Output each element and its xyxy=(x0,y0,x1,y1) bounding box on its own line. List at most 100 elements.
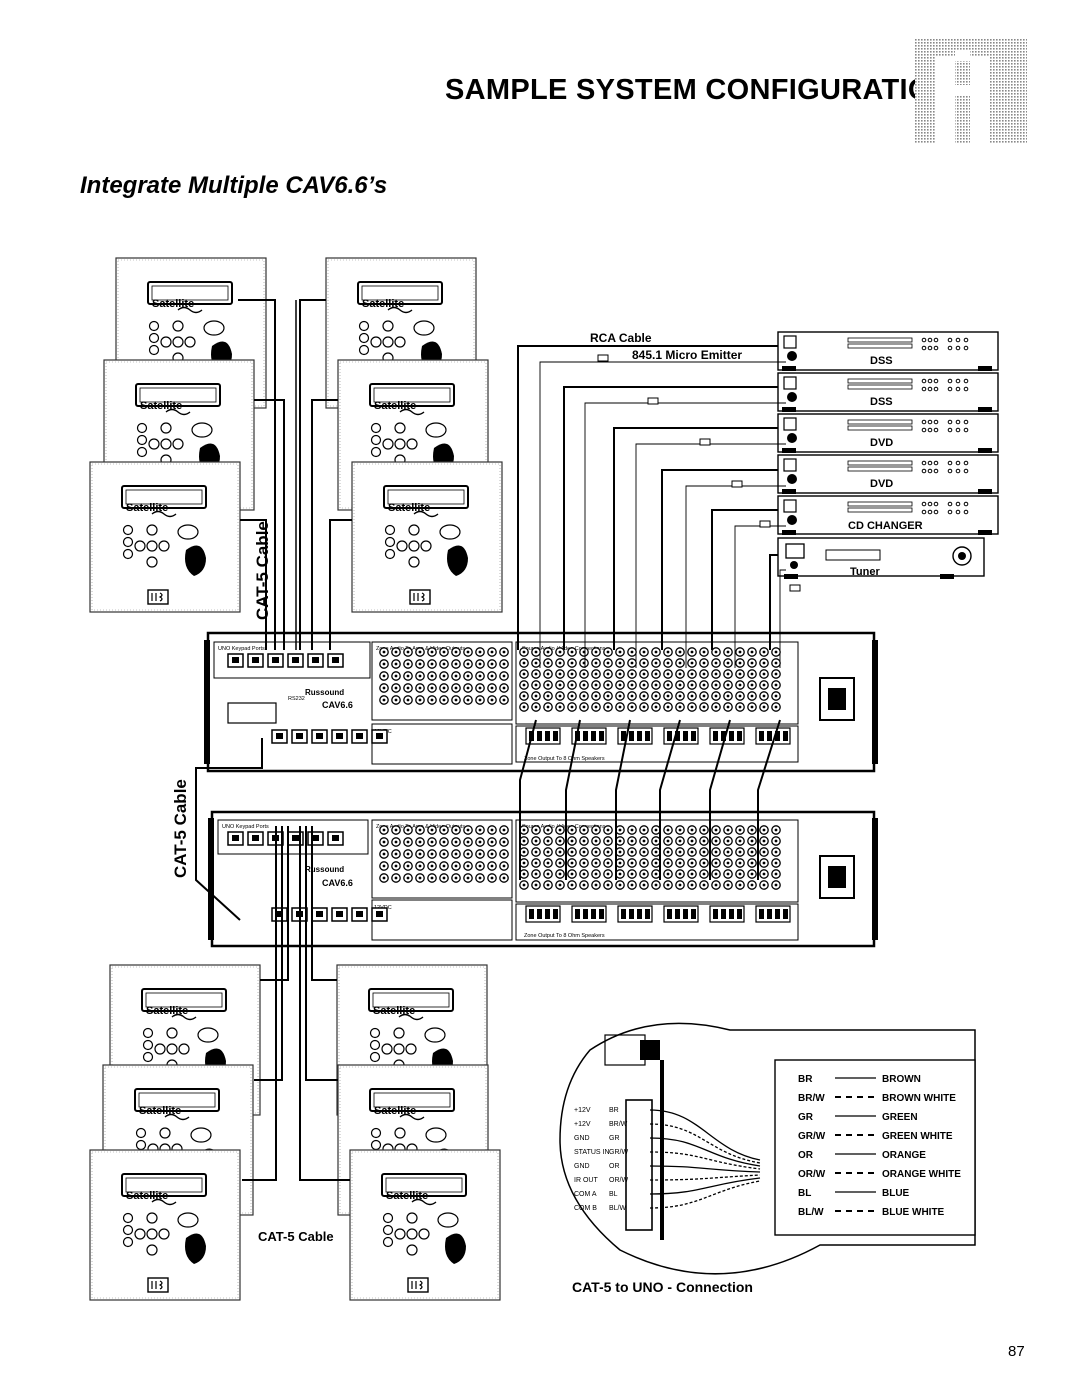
rca-jack xyxy=(415,825,425,835)
rca-jack xyxy=(723,825,733,835)
rca-jack xyxy=(747,702,757,712)
terminal-label: COM B xyxy=(574,1205,597,1212)
rca-jack xyxy=(543,836,553,846)
rca-jack xyxy=(663,680,673,690)
rca-jack xyxy=(711,691,721,701)
rca-jack xyxy=(415,849,425,859)
rca-jack xyxy=(663,647,673,657)
wiring xyxy=(195,299,781,1181)
emitter-label: 845.1 Micro Emitter xyxy=(632,348,742,362)
rca-jack xyxy=(567,680,577,690)
rca-jack xyxy=(475,861,485,871)
rca-jack xyxy=(439,849,449,859)
rca-jack xyxy=(675,658,685,668)
rca-jack xyxy=(579,702,589,712)
rca-jack xyxy=(675,825,685,835)
rca-jack xyxy=(699,702,709,712)
rca-jack xyxy=(579,880,589,890)
rca-jack xyxy=(567,847,577,857)
rca-jack xyxy=(403,671,413,681)
rca-jack xyxy=(379,825,389,835)
rca-jack xyxy=(603,880,613,890)
rca-jack xyxy=(499,873,509,883)
rca-jack xyxy=(591,669,601,679)
rca-jack xyxy=(531,669,541,679)
rca-jack xyxy=(591,702,601,712)
rca-jack xyxy=(543,680,553,690)
rca-jack xyxy=(487,695,497,705)
rca-jack xyxy=(463,873,473,883)
rca-jack xyxy=(555,869,565,879)
rca-jack xyxy=(475,659,485,669)
rca-jack xyxy=(403,695,413,705)
rca-cable-label: RCA Cable xyxy=(590,331,652,345)
rca-jack xyxy=(439,683,449,693)
speaker-terminal-block xyxy=(617,727,653,745)
rca-jack xyxy=(771,858,781,868)
rca-jack xyxy=(651,847,661,857)
rca-jack xyxy=(415,873,425,883)
rca-jack xyxy=(427,825,437,835)
rca-jack xyxy=(759,669,769,679)
source-components xyxy=(777,331,999,579)
rca-jack xyxy=(615,669,625,679)
rca-jack xyxy=(475,837,485,847)
model-label: CAV6.6 xyxy=(322,878,353,888)
rca-jack xyxy=(663,847,673,857)
rca-jack xyxy=(723,680,733,690)
rca-jack xyxy=(615,847,625,857)
rca-jack xyxy=(591,836,601,846)
rca-jack xyxy=(639,647,649,657)
pin-label: GR xyxy=(609,1135,620,1142)
pin-label: BL xyxy=(609,1191,618,1198)
rca-jack xyxy=(567,691,577,701)
rj45-port xyxy=(287,653,304,668)
rca-jack xyxy=(439,695,449,705)
rca-jack xyxy=(543,825,553,835)
rj45-port xyxy=(327,653,344,668)
rca-jack xyxy=(499,837,509,847)
rca-jack xyxy=(651,680,661,690)
rca-jack xyxy=(451,849,461,859)
wire-color-label: ORANGE WHITE xyxy=(882,1169,961,1180)
rca-jack xyxy=(603,702,613,712)
rca-jack xyxy=(615,858,625,868)
rca-jack xyxy=(627,647,637,657)
keypad-group-bottom-right xyxy=(336,964,501,1301)
rca-jack xyxy=(403,825,413,835)
rca-jack xyxy=(499,647,509,657)
rca-jack xyxy=(487,873,497,883)
pin-label: OR/W xyxy=(609,1177,628,1184)
rca-jack xyxy=(531,836,541,846)
rca-jack xyxy=(639,669,649,679)
rca-jack xyxy=(451,861,461,871)
rca-jack xyxy=(487,647,497,657)
rca-jack xyxy=(487,837,497,847)
rca-jack xyxy=(555,647,565,657)
rca-jack xyxy=(771,825,781,835)
rca-jack xyxy=(627,825,637,835)
source-label: CD CHANGER xyxy=(848,520,923,532)
source-label: DVD xyxy=(870,437,893,449)
source-label: Tuner xyxy=(850,566,880,578)
source-label: DVD xyxy=(870,478,893,490)
rj45-port xyxy=(291,729,308,744)
rca-jack xyxy=(463,695,473,705)
page-subtitle: Integrate Multiple CAV6.6’s xyxy=(80,172,388,199)
rca-jack xyxy=(379,659,389,669)
rca-jack xyxy=(723,869,733,879)
rca-jack xyxy=(735,680,745,690)
keypad-brand: Satellite xyxy=(362,298,404,310)
rca-jack xyxy=(591,847,601,857)
rca-jack xyxy=(699,658,709,668)
rj45-port xyxy=(267,653,284,668)
cat5-cable-label-middle: CAT-5 Cable xyxy=(171,779,190,878)
wire-color-label: BROWN xyxy=(882,1074,921,1085)
rca-jack xyxy=(567,658,577,668)
rca-jack xyxy=(771,880,781,890)
rca-jack xyxy=(531,702,541,712)
rca-jack xyxy=(603,847,613,857)
rca-jack xyxy=(519,847,529,857)
rca-jack xyxy=(543,647,553,657)
rj45-port xyxy=(327,831,344,846)
